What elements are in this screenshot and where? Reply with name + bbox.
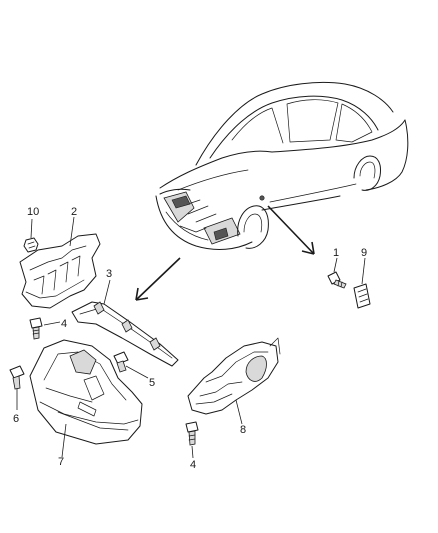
callout-6: 6 — [13, 413, 19, 425]
callout-5: 5 — [149, 377, 155, 389]
part-4-bolt-lower — [185, 421, 199, 459]
part-3-bracket — [71, 279, 179, 367]
part-1-bolt — [327, 257, 347, 289]
part-9-retainer — [353, 257, 371, 309]
part-7-under-cover — [29, 339, 143, 458]
callout-7: 7 — [58, 456, 64, 468]
part-2-splash-shield — [19, 216, 101, 309]
part-8-splash-shield-right — [187, 337, 281, 425]
callout-10: 10 — [27, 206, 39, 218]
part-4-bolt-upper — [29, 317, 61, 340]
callout-8: 8 — [240, 424, 246, 436]
part-6-push-pin — [9, 365, 25, 410]
arrow-to-shields — [135, 257, 181, 301]
callout-1: 1 — [333, 247, 339, 259]
part-5-clip — [113, 351, 149, 379]
callout-3: 3 — [106, 268, 112, 280]
callout-labels: 10 2 3 4 5 6 7 8 4 1 9 — [13, 206, 367, 471]
callout-9: 9 — [361, 247, 367, 259]
part-10-clip — [23, 218, 39, 253]
callout-4-upper: 4 — [61, 318, 67, 330]
arrow-to-fasteners — [267, 205, 315, 255]
vehicle-illustration — [155, 82, 409, 250]
callout-2: 2 — [71, 206, 77, 218]
callout-4-lower: 4 — [190, 459, 196, 471]
